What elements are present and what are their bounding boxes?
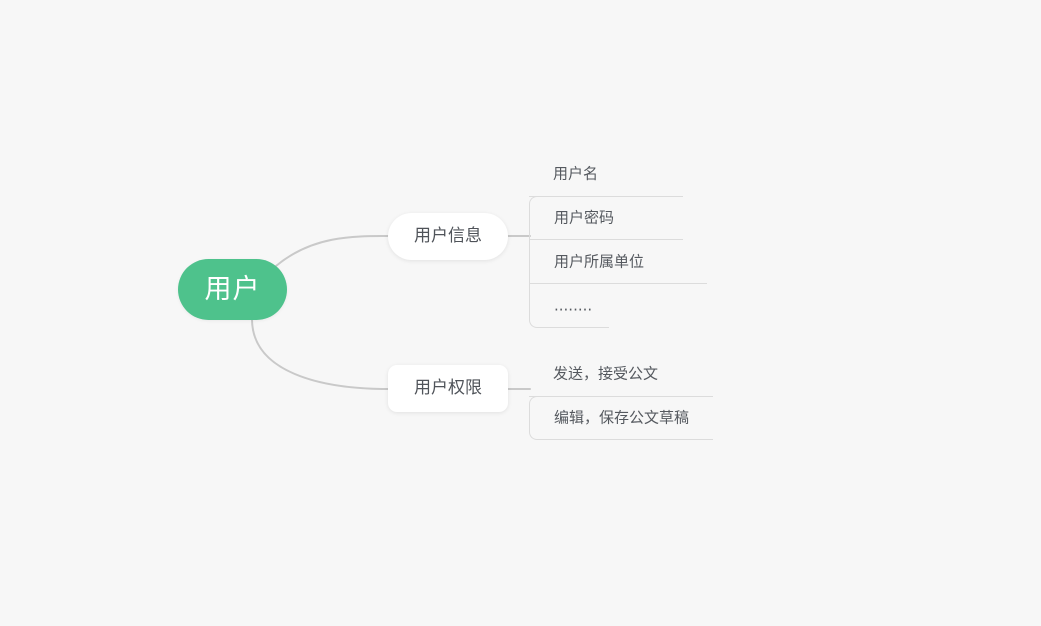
leaf-item[interactable]: 发送，接受公文	[529, 352, 704, 397]
leaf-item-label: 发送，接受公文	[553, 364, 659, 383]
leaf-item[interactable]: 用户名	[529, 152, 677, 197]
leaf-item[interactable]: 用户密码	[529, 196, 683, 240]
leaf-item[interactable]: 用户所属单位	[529, 240, 707, 284]
leaf-group-user-permission: 发送，接受公文 编辑，保存公文草稿	[529, 352, 713, 440]
connector-root-to-perm	[251, 318, 389, 390]
root-node-label: 用户	[204, 274, 261, 305]
leaf-item-label: 用户名	[553, 164, 599, 183]
branch-node-user-permission[interactable]: 用户权限	[388, 365, 508, 412]
branch-node-user-info[interactable]: 用户信息	[388, 213, 508, 260]
branch-node-user-info-label: 用户信息	[414, 226, 482, 246]
leaf-item[interactable]: 编辑，保存公文草稿	[529, 396, 713, 440]
leaf-item-label: ........	[554, 296, 593, 314]
leaf-group-user-info: 用户名 用户密码 用户所属单位 ........	[529, 152, 707, 328]
leaf-item-label: 编辑，保存公文草稿	[554, 408, 690, 427]
leaf-item-label: 用户密码	[554, 208, 615, 227]
root-node-user[interactable]: 用户	[178, 259, 287, 320]
leaf-item-label: 用户所属单位	[554, 252, 645, 270]
connector-root-to-info	[275, 235, 389, 267]
leaf-item[interactable]: ........	[529, 284, 609, 328]
branch-node-user-permission-label: 用户权限	[414, 378, 482, 398]
